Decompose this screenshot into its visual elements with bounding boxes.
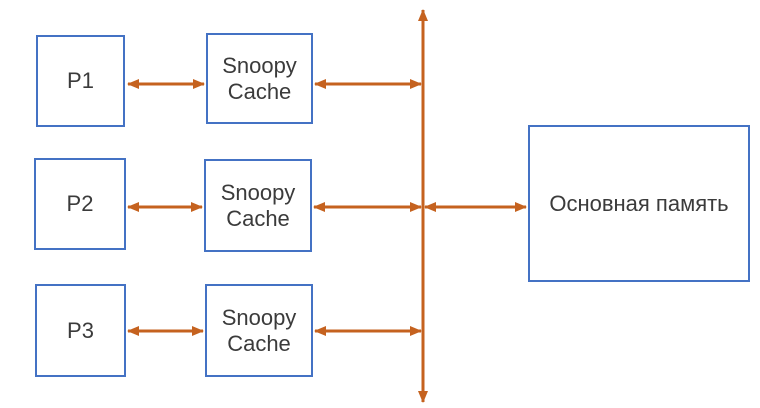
cache-box-3: Snoopy Cache [205, 284, 313, 377]
processor-label-p1: P1 [67, 68, 94, 93]
cache-label-3: Snoopy Cache [221, 304, 297, 356]
cache-label-1: Snoopy Cache [222, 52, 297, 104]
cache-box-2: Snoopy Cache [204, 159, 312, 252]
cache-label-2: Snoopy Cache [220, 179, 296, 231]
main-memory-box: Основная память [528, 125, 750, 282]
processor-label-p2: P2 [66, 191, 94, 216]
processor-box-p3: P3 [35, 284, 126, 377]
processor-label-p3: P3 [67, 317, 94, 343]
processor-box-p1: P1 [36, 35, 125, 127]
cache-box-1: Snoopy Cache [206, 33, 313, 124]
processor-box-p2: P2 [34, 158, 126, 250]
main-memory-label: Основная память [549, 190, 729, 216]
